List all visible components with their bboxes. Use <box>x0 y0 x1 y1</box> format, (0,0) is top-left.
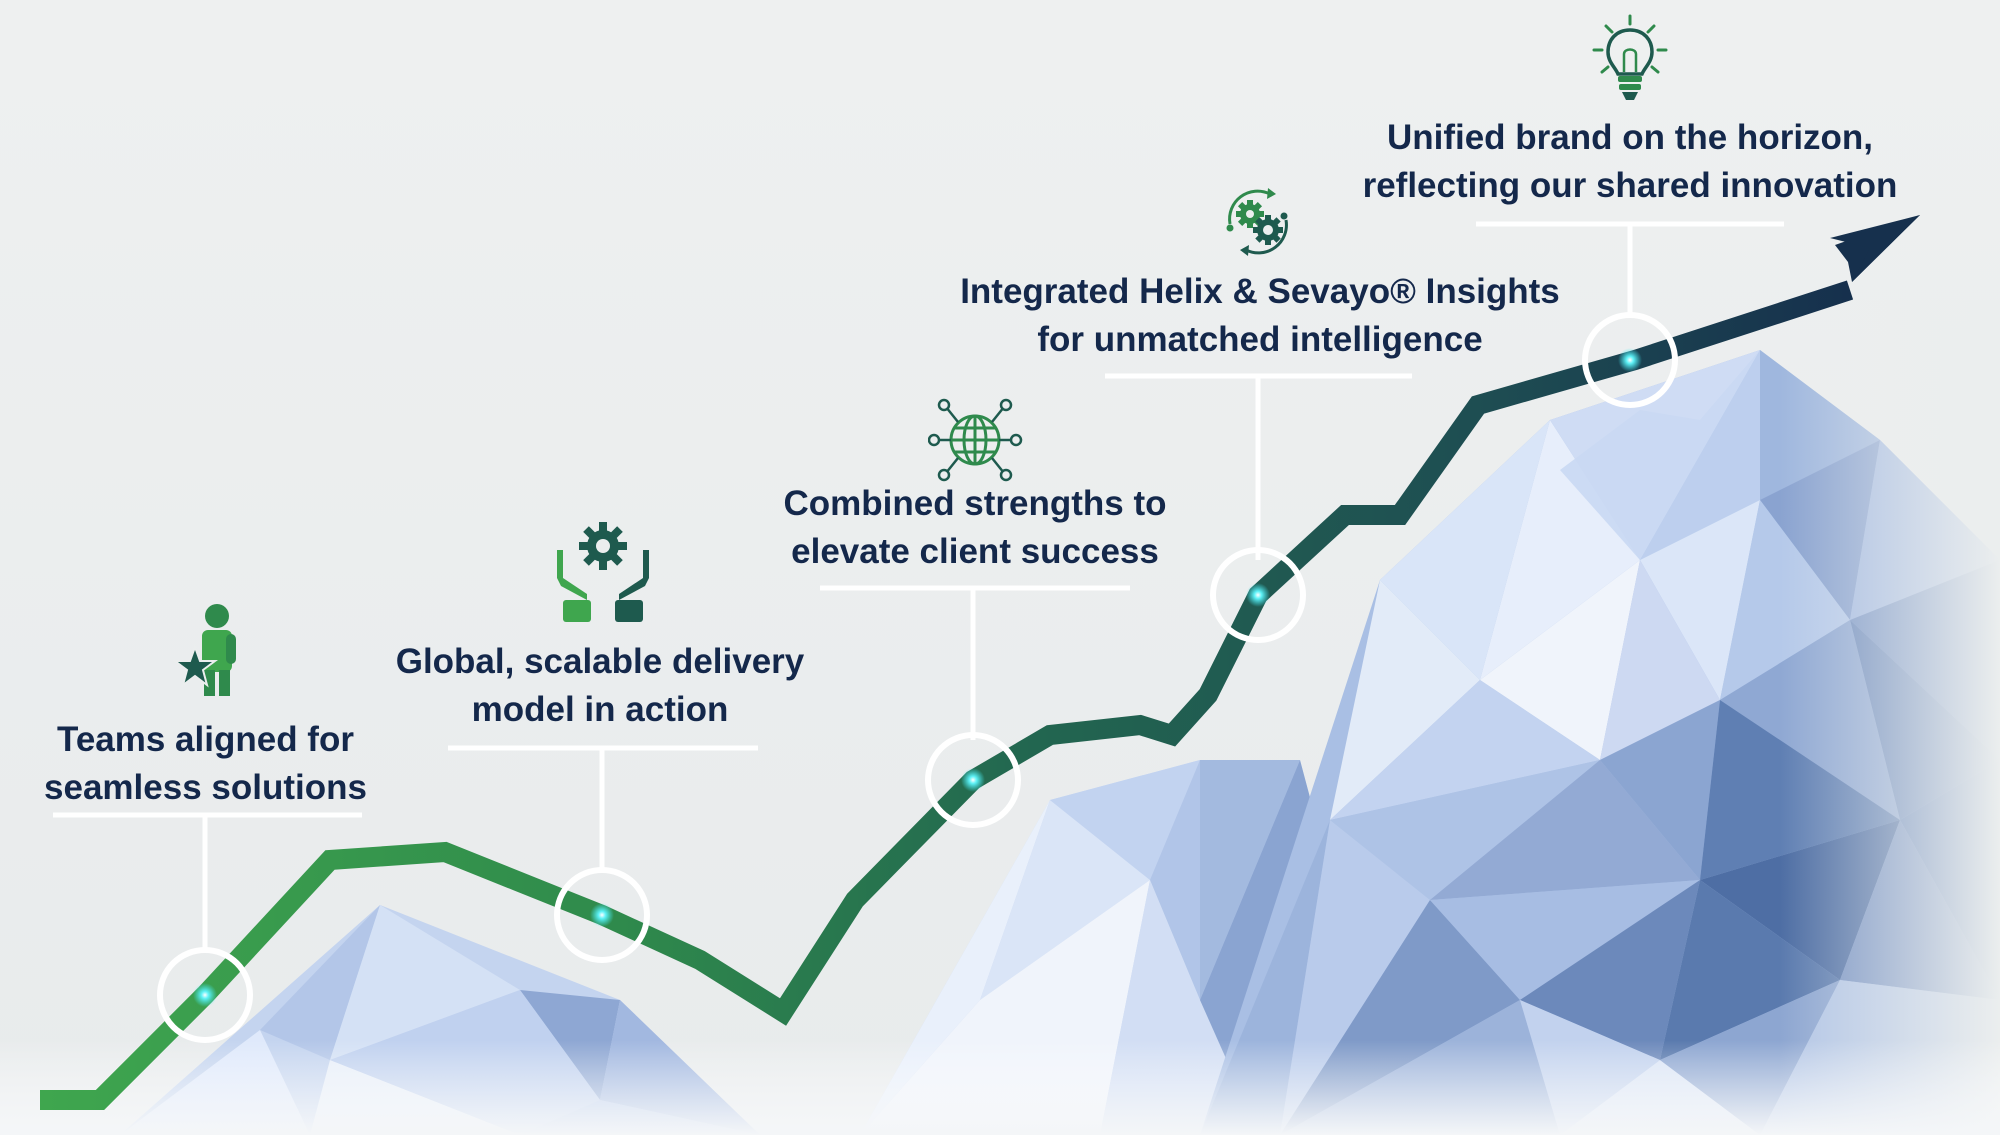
marker-integrated <box>1210 547 1306 643</box>
milestone-label-integrated: Integrated Helix & Sevayo® Insights for … <box>920 268 1600 364</box>
bottom-fade <box>0 1040 2000 1135</box>
milestone-label-teams: Teams aligned for seamless solutions <box>18 716 393 812</box>
connector-lines <box>53 221 1784 950</box>
milestone-text: Unified brand on the horizon, <box>1386 118 1874 157</box>
marker-global <box>554 867 650 963</box>
milestone-text: Combined strengths to <box>783 484 1167 523</box>
hands-gear-icon <box>557 522 649 622</box>
milestone-text: Global, scalable delivery <box>395 642 805 681</box>
milestone-text: model in action <box>471 690 729 729</box>
gears-cycle-icon <box>1226 188 1288 256</box>
milestone-markers <box>157 312 1678 1043</box>
marker-combined <box>925 732 1021 828</box>
right-fade <box>1780 300 2000 1135</box>
marker-teams <box>157 947 253 1043</box>
milestone-label-global: Global, scalable delivery model in actio… <box>350 638 850 734</box>
person-star-icon <box>172 604 236 696</box>
milestone-text: Integrated Helix & Sevayo® Insights <box>960 272 1560 311</box>
milestone-label-combined: Combined strengths to elevate client suc… <box>740 480 1210 576</box>
lightbulb-icon <box>1592 14 1668 100</box>
milestone-label-unified: Unified brand on the horizon, reflecting… <box>1320 114 1940 210</box>
marker-unified <box>1582 312 1678 408</box>
milestone-text: for unmatched intelligence <box>1037 320 1483 359</box>
milestone-text: Teams aligned for <box>57 720 354 759</box>
milestone-text: elevate client success <box>791 532 1159 571</box>
milestone-text: reflecting our shared innovation <box>1362 166 1898 205</box>
milestone-text: seamless solutions <box>44 768 367 807</box>
globe-network-icon <box>928 398 1023 482</box>
